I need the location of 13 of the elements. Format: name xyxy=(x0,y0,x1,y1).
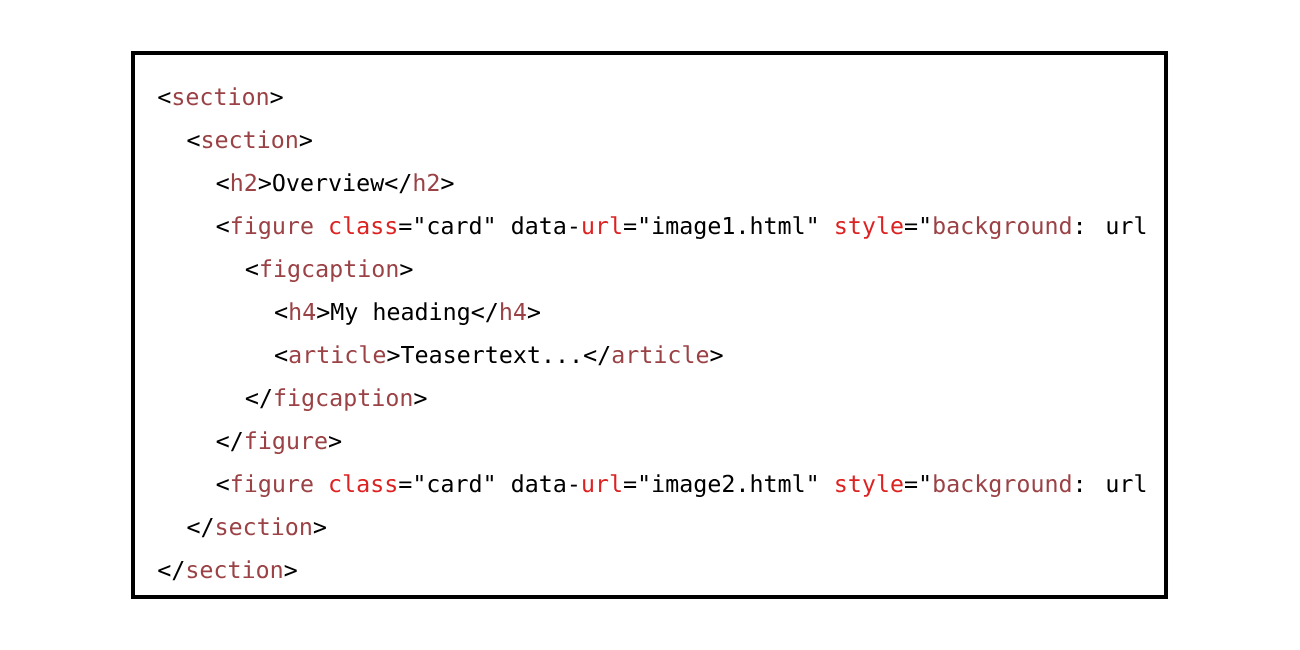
code-line: <figure class="card" data-url="image1.html" style="background: url xyxy=(216,216,1146,239)
code-line: <figure class="card" data-url="image2.html" style="background: url xyxy=(216,474,1146,497)
code-line: <article>Teasertext...</article> xyxy=(275,345,723,366)
code-line: </figcaption> xyxy=(245,388,427,411)
code-listing-box xyxy=(131,51,1168,599)
code-line: </section> xyxy=(187,517,326,538)
code-line: <h2>Overview</h2> xyxy=(216,173,454,194)
code-line: <section> xyxy=(187,130,312,149)
code-line: <figcaption> xyxy=(245,259,413,282)
code-line: </section> xyxy=(158,560,297,581)
code-line: </figure> xyxy=(216,431,342,454)
code-line: <h4>My heading</h4> xyxy=(275,302,540,325)
code-line: <section> xyxy=(158,87,283,106)
